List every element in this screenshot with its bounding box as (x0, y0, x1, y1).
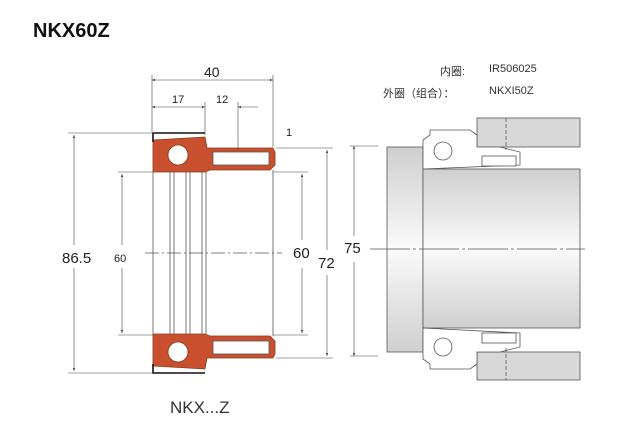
dim-groove-offset: 12 (216, 94, 228, 106)
section-view (145, 132, 282, 374)
outer-ring-value: NKXI50Z (489, 85, 534, 97)
dim-bore-left: 60 (114, 253, 126, 265)
dim-ball-section: 17 (172, 94, 184, 106)
outer-ring-label: 外圈（组合）： (383, 88, 455, 100)
inner-ring-label: 内圈: (440, 66, 466, 78)
dim-housing-diameter: 75 (344, 240, 361, 257)
seal-top (152, 132, 205, 142)
dim-outer-diameter: 72 (318, 255, 335, 272)
page-title: NKX60Z (33, 20, 110, 42)
section-bottom (152, 333, 276, 370)
dim-width: 40 (204, 64, 220, 80)
shaft (422, 168, 581, 329)
series-caption: NKX...Z (170, 398, 230, 417)
seal-bottom (152, 364, 205, 374)
dimension-lines (68, 75, 378, 374)
housing-bottom (476, 351, 581, 381)
shaft-shoulder (386, 146, 424, 353)
inner-ring-value: IR506025 (489, 63, 537, 75)
dim-flange-diameter: 86.5 (62, 250, 91, 267)
dim-bore-right: 60 (293, 245, 310, 262)
assembly-view (370, 117, 585, 381)
section-top (152, 136, 276, 173)
housing-top (476, 117, 581, 148)
dim-chamfer: 1 (286, 127, 292, 139)
